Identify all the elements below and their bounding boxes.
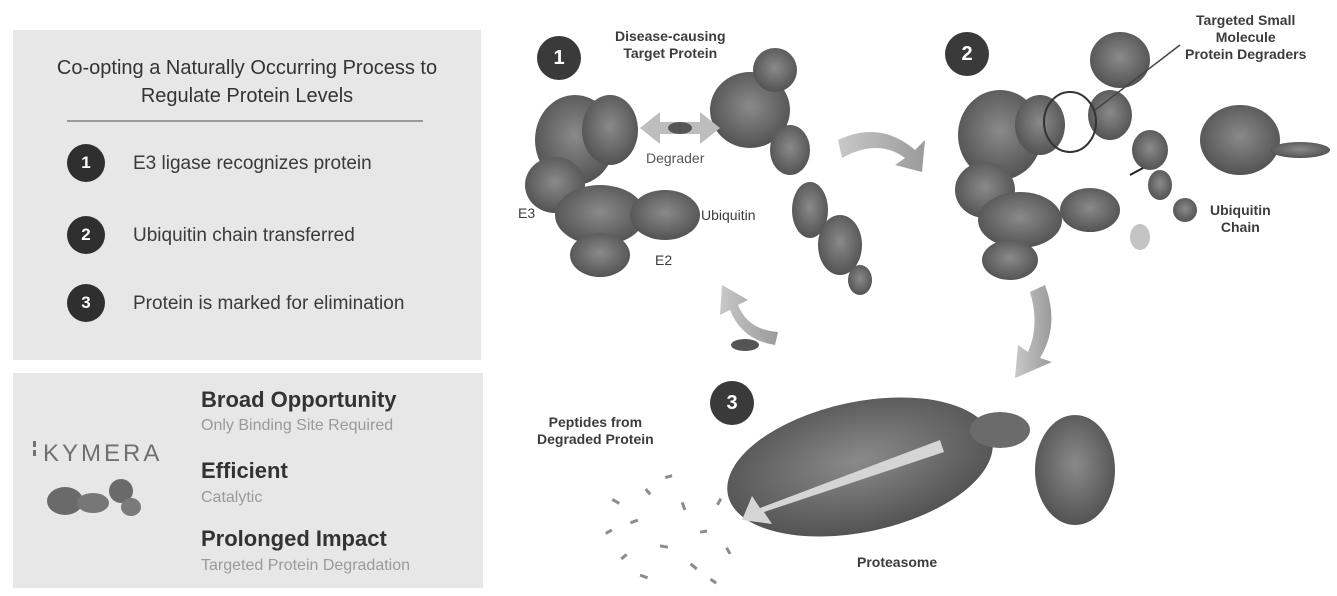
label-e3: E3 xyxy=(518,205,536,221)
binding-site-circle-icon xyxy=(1043,91,1097,153)
step-number-badge: 1 xyxy=(67,144,105,182)
stage-number-1: 1 xyxy=(537,36,581,80)
recycle-arrow xyxy=(720,285,778,345)
peptide-fragments xyxy=(605,474,732,585)
label-ubiquitin: Ubiquitin xyxy=(701,207,756,223)
label-degrader: Degrader xyxy=(646,150,705,166)
title-line-2: Regulate Protein Levels xyxy=(140,85,354,107)
step-text: Ubiquitin chain transferred xyxy=(133,224,355,246)
label-peptides: Peptides from Degraded Protein xyxy=(537,414,654,447)
label-target-protein: Disease-causing Target Protein xyxy=(615,28,726,61)
label-ubiquitin-chain: Ubiquitin Chain xyxy=(1210,202,1271,235)
degrader-double-arrow-icon xyxy=(640,112,720,144)
degradation-arrow-icon xyxy=(742,440,944,524)
stage-1-complex xyxy=(525,48,872,295)
proteasome-shape xyxy=(727,397,1115,537)
feature-subtitle: Catalytic xyxy=(201,489,263,506)
transition-arrow-2-3 xyxy=(1015,285,1052,378)
released-degrader-icon xyxy=(1130,224,1150,250)
feature-subtitle: Only Binding Site Required xyxy=(201,417,394,434)
step-text: Protein is marked for elimination xyxy=(133,292,405,314)
kymera-logo: KYMERA xyxy=(43,440,163,467)
degrader-molecule-icon xyxy=(47,479,141,516)
recycled-degrader-icon xyxy=(731,339,759,351)
process-panel-title: Co-opting a Naturally Occurring Process … xyxy=(13,54,481,110)
transition-arrow-1-2 xyxy=(838,132,925,172)
process-panel: Co-opting a Naturally Occurring Process … xyxy=(13,30,481,360)
label-e2: E2 xyxy=(655,252,673,268)
feature-title: Efficient xyxy=(201,458,288,483)
step-number-badge: 3 xyxy=(67,284,105,322)
process-step-3: 3 Protein is marked for elimination xyxy=(67,284,423,322)
brand-panel: KYMERA Broad Opportunity Only Binding Si… xyxy=(13,373,483,588)
feature-title: Prolonged Impact xyxy=(201,526,387,551)
stage-2-complex xyxy=(955,32,1330,280)
kymera-logo-mark-icon xyxy=(33,441,36,465)
label-small-molecule-degraders: Targeted Small Molecule Protein Degrader… xyxy=(1185,12,1307,62)
label-proteasome: Proteasome xyxy=(857,554,938,570)
step-text: E3 ligase recognizes protein xyxy=(133,152,372,174)
stage-number-2: 2 xyxy=(945,32,989,76)
stage-number-3: 3 xyxy=(710,381,754,425)
process-step-2: 2 Ubiquitin chain transferred xyxy=(67,216,423,254)
feature-title: Broad Opportunity xyxy=(201,387,397,412)
title-divider xyxy=(67,120,423,122)
title-line-1: Co-opting a Naturally Occurring Process … xyxy=(56,57,438,79)
feature-subtitle: Targeted Protein Degradation xyxy=(201,557,411,574)
process-step-1: 1 E3 ligase recognizes protein xyxy=(67,144,423,182)
step-number-badge: 2 xyxy=(67,216,105,254)
